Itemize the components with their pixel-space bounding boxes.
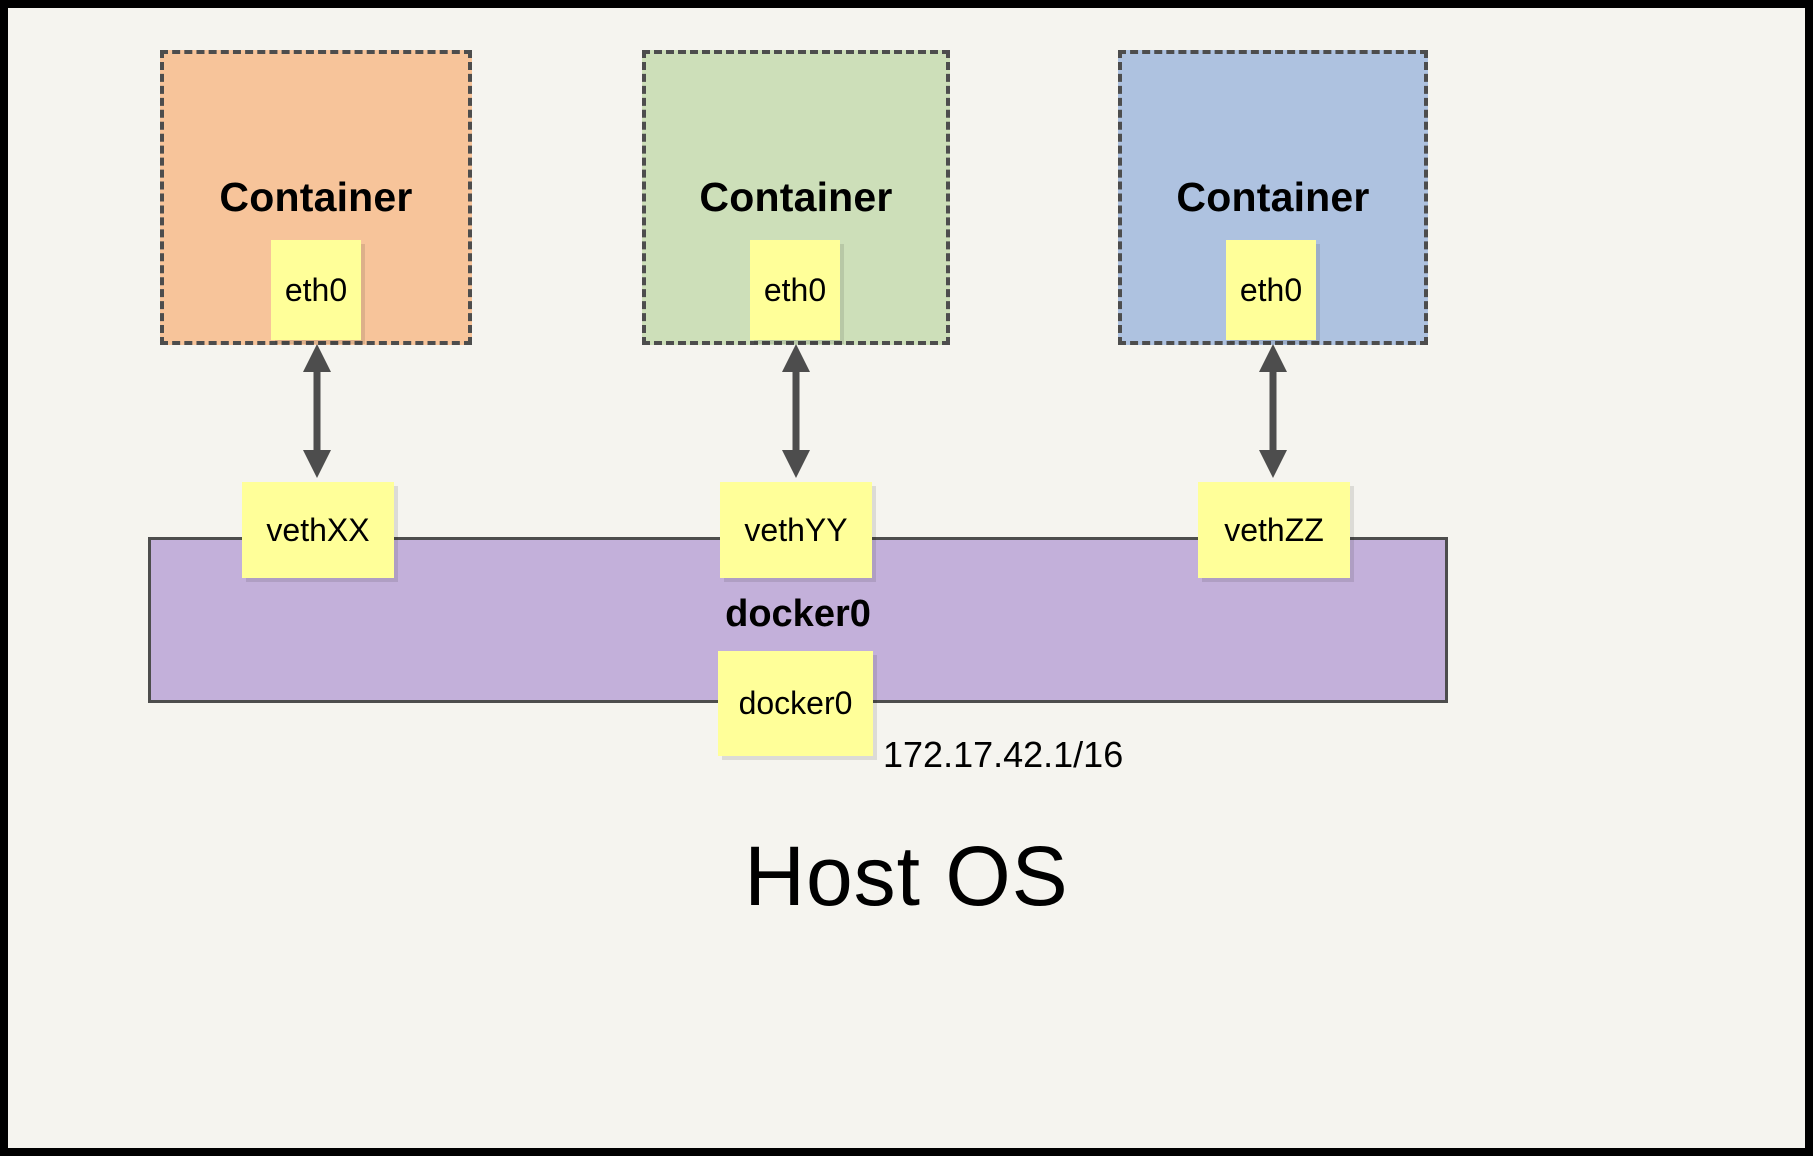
veth-note-3: vethZZ (1198, 482, 1350, 578)
arrow-container-1-to-veth (303, 344, 331, 478)
veth-label-1: vethXX (266, 511, 370, 548)
arrow-container-3-to-veth (1259, 344, 1287, 478)
host-os-label: Host OS (744, 829, 1069, 923)
eth0-note-1: eth0 (271, 240, 361, 340)
eth0-note-2: eth0 (750, 240, 840, 340)
docker0-interface-label: docker0 (738, 685, 853, 721)
eth0-label-1: eth0 (284, 271, 348, 308)
container-label-1: Container (219, 174, 413, 220)
eth0-label-2: eth0 (763, 271, 827, 308)
veth-note-1: vethXX (242, 482, 394, 578)
eth0-label-3: eth0 (1239, 271, 1303, 308)
eth0-note-3: eth0 (1226, 240, 1316, 340)
veth-label-2: vethYY (744, 511, 848, 548)
container-label-3: Container (1176, 174, 1370, 220)
arrow-container-2-to-veth (782, 344, 810, 478)
container-label-2: Container (699, 174, 893, 220)
docker0-ip-label: 172.17.42.1/16 (883, 734, 1124, 775)
veth-label-3: vethZZ (1224, 511, 1324, 548)
veth-note-2: vethYY (720, 482, 872, 578)
docker0-interface-note: docker0 (718, 651, 873, 756)
docker0-bridge-label: docker0 (725, 593, 871, 635)
